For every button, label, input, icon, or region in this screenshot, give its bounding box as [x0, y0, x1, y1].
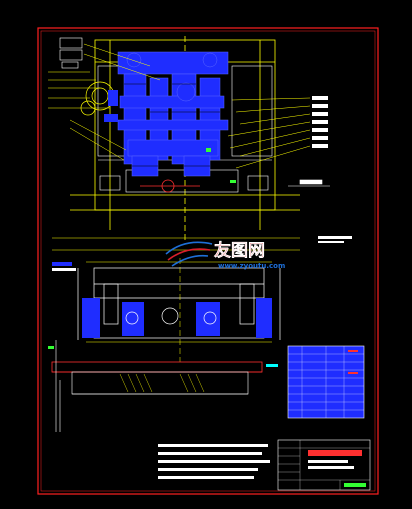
watermark-domain: www.zyoutu.com	[218, 262, 285, 270]
housing-outline	[70, 36, 300, 240]
wing-icon	[165, 241, 213, 267]
dimension-band	[52, 236, 352, 271]
watermark-logo: 友图网 www.zyoutu.com	[165, 240, 285, 270]
gearbox-details	[124, 83, 220, 167]
sheet-frame-inner	[40, 30, 376, 492]
right-tag	[288, 179, 330, 187]
left-gear-blue	[104, 90, 118, 122]
lower-side-view	[48, 258, 281, 432]
main-gearbox-body	[117, 51, 229, 177]
base-hatching	[119, 373, 205, 393]
notes-block	[158, 444, 270, 479]
green-markers	[206, 148, 236, 183]
parts-list-table	[287, 345, 365, 419]
leader-lines-right	[227, 97, 311, 169]
watermark-brand: 友图网	[214, 240, 265, 261]
roller-blocks	[82, 298, 272, 338]
title-block	[277, 439, 371, 491]
right-callout-list	[312, 96, 328, 148]
sheet-frame	[37, 27, 379, 495]
upper-assembly-view	[48, 36, 330, 240]
leader-lines-left	[69, 43, 161, 161]
roller-hubs	[125, 307, 217, 325]
left-callout-block	[48, 37, 110, 109]
base-rail	[51, 361, 263, 373]
center-accents	[140, 179, 200, 193]
